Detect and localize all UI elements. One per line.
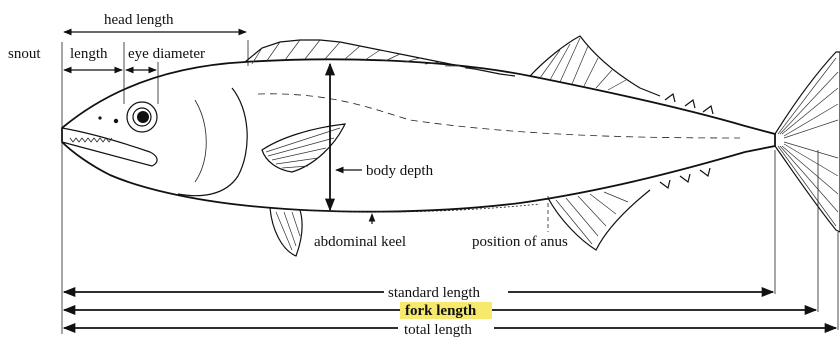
fish-nostril	[114, 119, 118, 123]
standard-length-label: standard length	[388, 285, 481, 301]
head-length-label: head length	[104, 12, 174, 28]
fish-body-outline	[62, 59, 775, 211]
pectoral-fin	[262, 124, 345, 172]
ventral-finlets	[660, 168, 710, 188]
second-dorsal-fin	[530, 36, 660, 96]
snout-label: snout	[8, 46, 41, 62]
caudal-fin	[775, 52, 840, 232]
fish-operculum	[178, 88, 247, 196]
abdominal-keel-label: abdominal keel	[314, 234, 406, 250]
fish-upper-jaw	[62, 128, 157, 166]
fish-illustration	[62, 36, 840, 256]
body-depth-label: body depth	[366, 163, 434, 179]
total-length-label: total length	[404, 322, 472, 338]
fish-preoperculum	[195, 100, 206, 182]
snout-length-label: length	[70, 46, 108, 62]
dimension-arrows	[64, 32, 836, 328]
fork-length-label: fork length	[405, 303, 477, 319]
fish-nostril	[98, 116, 101, 119]
first-dorsal-fin	[245, 40, 515, 76]
position-of-anus-label: position of anus	[472, 234, 568, 250]
pelvic-fin	[270, 208, 302, 256]
eye-diameter-label: eye diameter	[128, 46, 205, 62]
fish-teeth	[70, 138, 112, 142]
fish-eye	[127, 102, 157, 132]
